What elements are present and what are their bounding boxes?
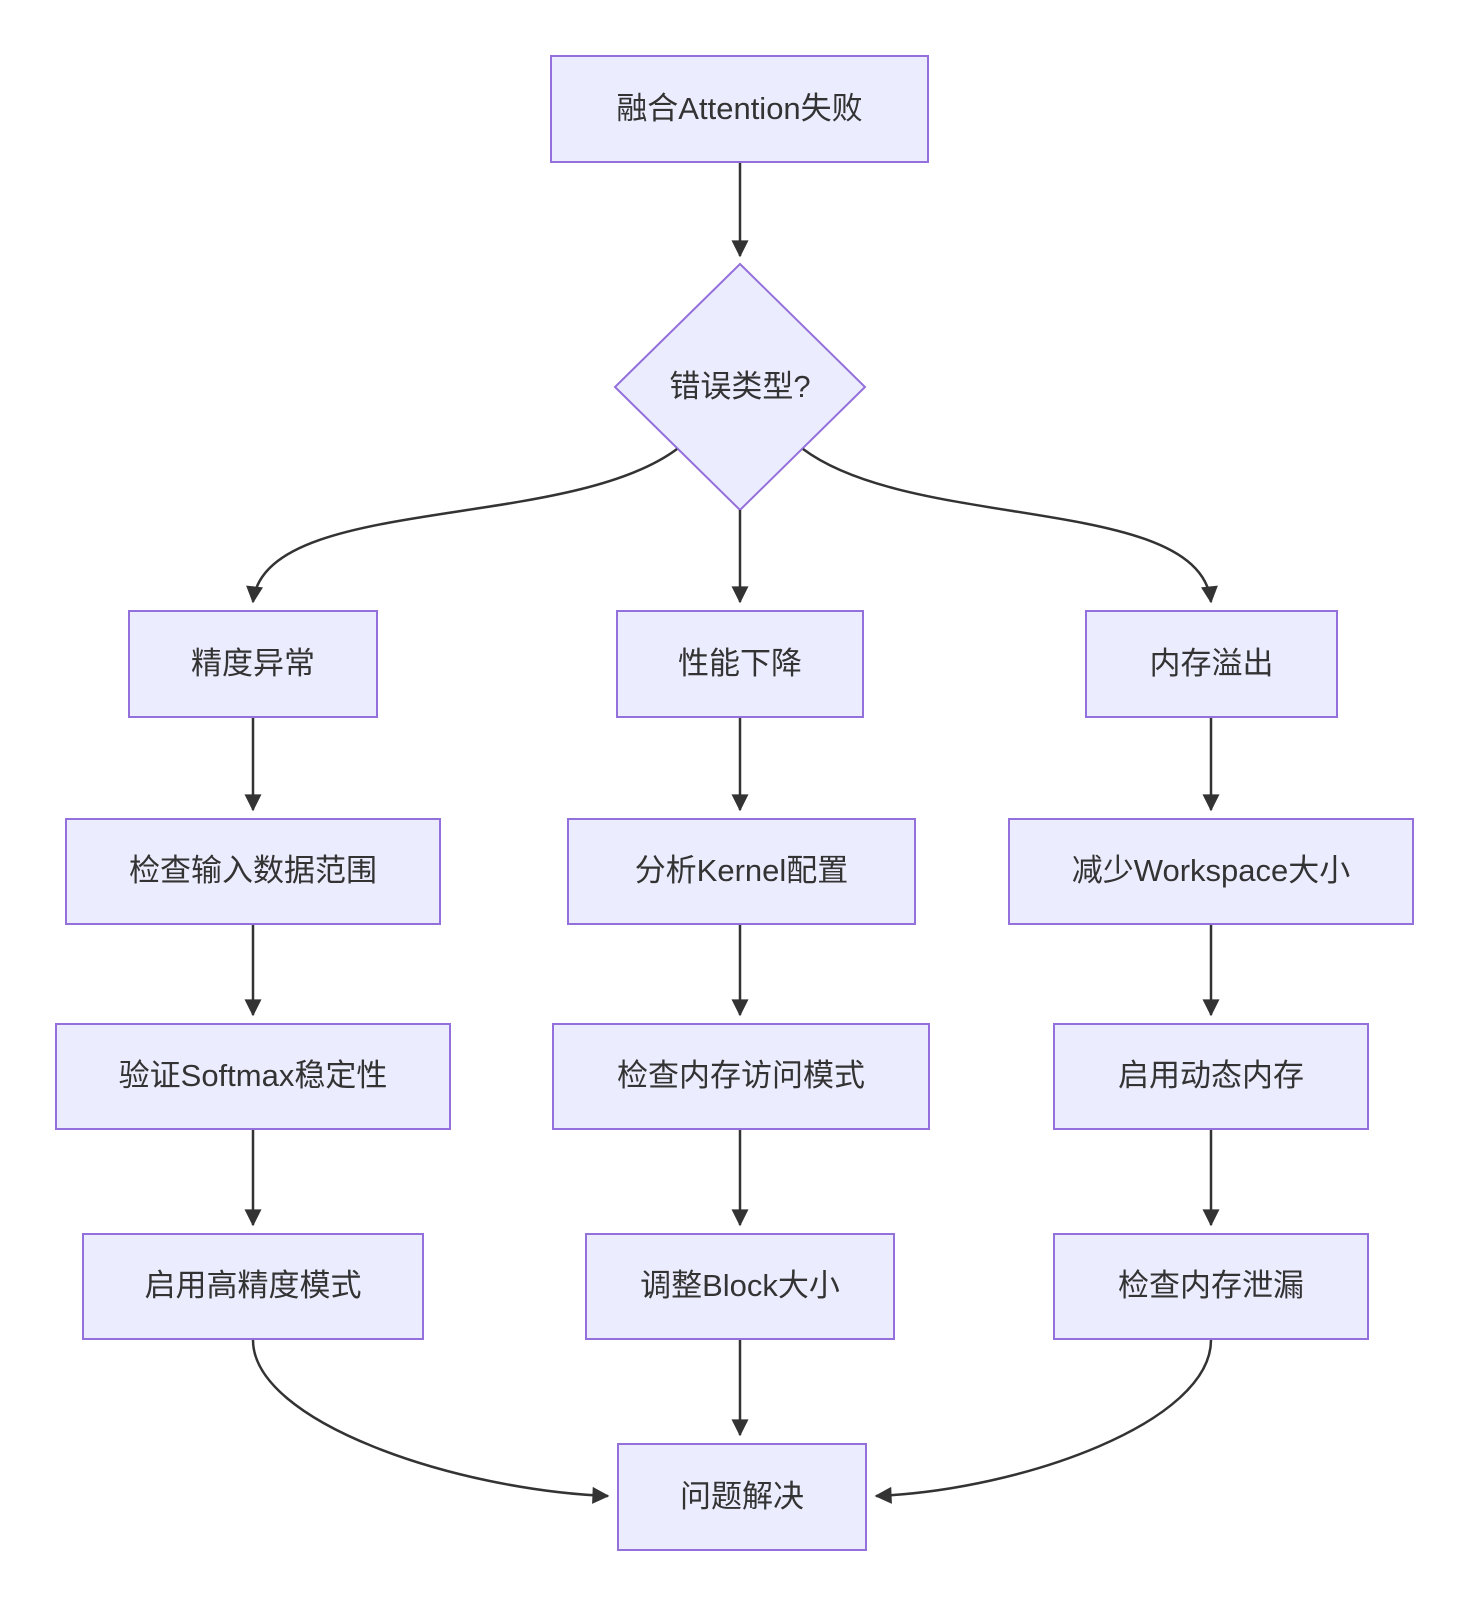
node-enable-dynamic-memory-label: 启用动态内存: [1118, 1058, 1304, 1094]
node-check-input-range-label: 检查输入数据范围: [129, 853, 377, 889]
node-performance-branch-label: 性能下降: [678, 645, 802, 681]
node-enable-high-precision: 启用高精度模式: [82, 1233, 424, 1340]
node-solved: 问题解决: [617, 1443, 867, 1551]
node-check-input-range: 检查输入数据范围: [65, 818, 441, 925]
node-adjust-block-size: 调整Block大小: [585, 1233, 895, 1340]
node-verify-softmax: 验证Softmax稳定性: [55, 1023, 451, 1130]
node-enable-high-precision-label: 启用高精度模式: [144, 1268, 362, 1304]
node-check-memory-leak: 检查内存泄漏: [1053, 1233, 1369, 1340]
node-adjust-block-size-label: 调整Block大小: [640, 1268, 840, 1304]
node-performance-branch: 性能下降: [616, 610, 864, 718]
node-enable-dynamic-memory: 启用动态内存: [1053, 1023, 1369, 1130]
edge-decision-memory: [802, 447, 1218, 604]
node-check-memory-access: 检查内存访问模式: [552, 1023, 930, 1130]
edge-checkmemleak-solved: [874, 1339, 1213, 1504]
node-analyze-kernel-config: 分析Kernel配置: [567, 818, 916, 925]
node-precision-branch-label: 精度异常: [191, 645, 315, 681]
node-start-label: 融合Attention失败: [616, 90, 863, 126]
edge-highprecision-solved: [251, 1339, 610, 1504]
node-analyze-kernel-config-label: 分析Kernel配置: [634, 853, 849, 889]
node-start: 融合Attention失败: [550, 55, 929, 163]
node-memory-branch: 内存溢出: [1085, 610, 1338, 718]
node-verify-softmax-label: 验证Softmax稳定性: [118, 1058, 388, 1094]
node-check-memory-leak-label: 检查内存泄漏: [1118, 1268, 1304, 1304]
node-memory-branch-label: 内存溢出: [1149, 645, 1274, 681]
node-decision-label: 错误类型?: [669, 368, 811, 404]
node-decision: 错误类型?: [615, 264, 865, 510]
node-solved-label: 问题解决: [680, 1478, 804, 1514]
edge-decision-precision: [246, 447, 678, 604]
node-check-memory-access-label: 检查内存访问模式: [617, 1058, 865, 1094]
node-reduce-workspace-label: 减少Workspace大小: [1071, 853, 1351, 889]
node-precision-branch: 精度异常: [128, 610, 378, 718]
node-reduce-workspace: 减少Workspace大小: [1008, 818, 1414, 925]
